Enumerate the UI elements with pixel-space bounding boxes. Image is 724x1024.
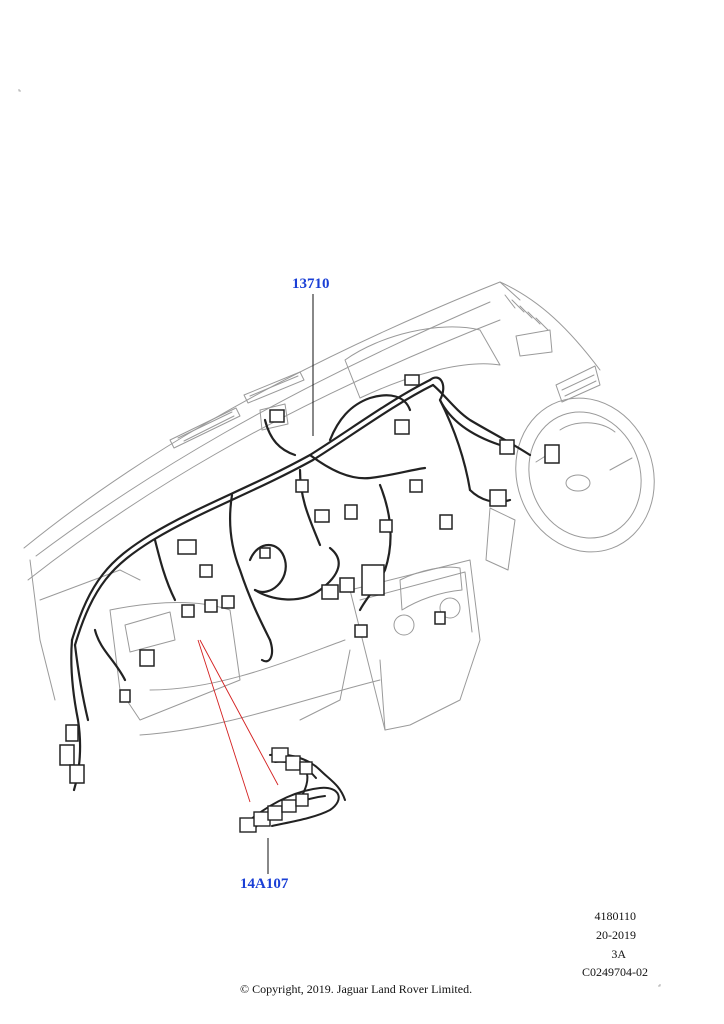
copyright-notice: © Copyright, 2019. Jaguar Land Rover Lim… [240,982,473,996]
reference-date: 20-2019 [596,928,636,942]
corner-mark-bottom-right [658,984,661,987]
corner-mark-top-left [18,89,21,92]
harness-connectors [59,374,560,784]
callout-13710[interactable]: 13710 [292,276,330,292]
leader-lines-14A107 [197,639,279,803]
dashboard-outline [23,281,655,736]
reference-number: 4180110 [594,909,636,923]
reference-revision: 3A [611,947,626,961]
sub-harness-connectors [239,747,313,833]
reference-code: C0249704-02 [582,965,648,979]
main-harness-13710 [70,376,532,792]
callout-14A107[interactable]: 14A107 [240,876,289,892]
